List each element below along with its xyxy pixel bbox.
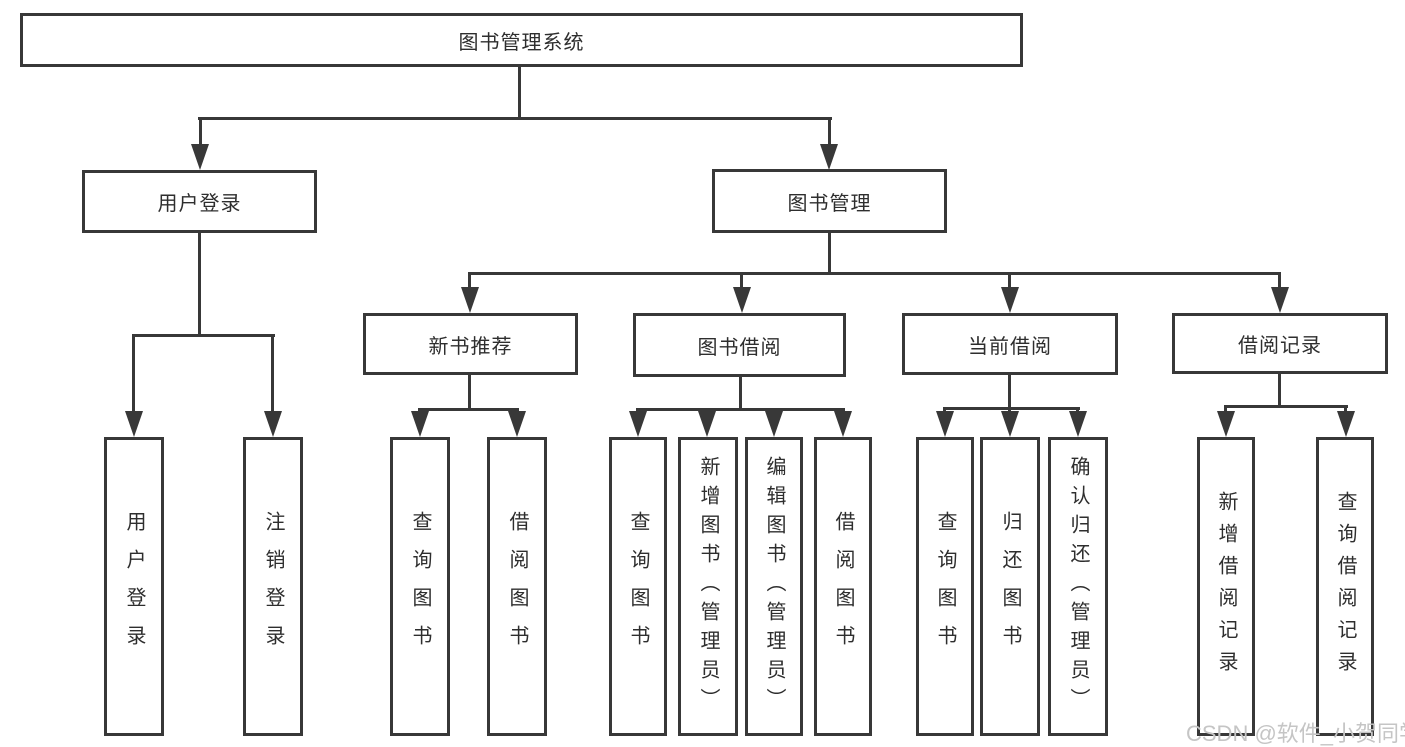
down-arrow-icon <box>629 411 647 437</box>
connector-new-books-stem <box>468 375 471 411</box>
connector-current-borrow-stem <box>1008 375 1011 410</box>
down-arrow-icon <box>125 411 143 437</box>
down-arrow-icon <box>765 411 783 437</box>
down-arrow-icon <box>1337 411 1355 437</box>
connector-borrow-records-bar <box>1224 405 1348 408</box>
leaf-borrow-query-label: 查询图书 <box>627 510 649 663</box>
connector-borrow-records-stem <box>1278 374 1281 408</box>
leaf-newbooks-borrow-label: 借阅图书 <box>506 510 528 663</box>
down-arrow-icon <box>191 144 209 170</box>
down-arrow-icon <box>508 411 526 437</box>
leaf-user-login: 用户登录 <box>104 437 164 736</box>
connector-to-current-borrow <box>1008 272 1011 292</box>
down-arrow-icon <box>698 411 716 437</box>
node-borrow-records-label: 借阅记录 <box>1238 335 1322 357</box>
connector-root-bar <box>198 117 832 120</box>
leaf-borrow-add-admin-label: 新增图书（管理员） <box>697 456 719 717</box>
connector-to-leaf <box>1224 405 1227 415</box>
down-arrow-icon <box>1001 287 1019 313</box>
leaf-borrow-add-admin: 新增图书（管理员） <box>678 437 738 736</box>
node-book-mgmt: 图书管理 <box>712 169 947 233</box>
leaf-user-login-label: 用户登录 <box>123 510 145 663</box>
connector-current-borrow-bar <box>943 407 1080 410</box>
leaf-logout: 注销登录 <box>243 437 303 736</box>
down-arrow-icon <box>1069 411 1087 437</box>
down-arrow-icon <box>936 411 954 437</box>
connector-root-stem <box>518 67 521 120</box>
down-arrow-icon <box>834 411 852 437</box>
leaf-current-confirm-admin-label: 确认归还（管理员） <box>1067 456 1089 717</box>
node-user-login-label: 用户登录 <box>157 193 242 215</box>
node-root: 图书管理系统 <box>20 13 1023 67</box>
node-current-borrow: 当前借阅 <box>902 313 1118 375</box>
leaf-newbooks-borrow: 借阅图书 <box>487 437 547 736</box>
connector-book-mgmt-stem <box>828 233 831 275</box>
leaf-records-add-label: 新增借阅记录 <box>1215 490 1237 683</box>
down-arrow-icon <box>733 287 751 313</box>
leaf-current-confirm-admin: 确认归还（管理员） <box>1048 437 1108 736</box>
down-arrow-icon <box>1271 287 1289 313</box>
connector-to-borrow-records <box>1278 272 1281 292</box>
connector-book-borrow-bar <box>636 408 845 411</box>
down-arrow-icon <box>1217 411 1235 437</box>
watermark: CSDN @软件_小贺同学 <box>1186 721 1405 746</box>
connector-book-mgmt-bar <box>468 272 1281 275</box>
down-arrow-icon <box>820 144 838 170</box>
connector-to-user-login <box>199 117 202 150</box>
node-root-label: 图书管理系统 <box>458 31 585 54</box>
down-arrow-icon <box>264 411 282 437</box>
leaf-records-query: 查询借阅记录 <box>1316 437 1374 736</box>
connector-to-leaf-user-login <box>132 334 135 416</box>
connector-to-leaf-logout <box>271 334 274 416</box>
connector-new-books-bar <box>419 408 519 411</box>
down-arrow-icon <box>461 287 479 313</box>
node-book-borrow: 图书借阅 <box>633 313 846 377</box>
leaf-current-query-label: 查询图书 <box>934 510 956 663</box>
leaf-records-query-label: 查询借阅记录 <box>1334 490 1356 683</box>
leaf-borrow-borrow-label: 借阅图书 <box>832 510 854 663</box>
leaf-records-add: 新增借阅记录 <box>1197 437 1255 736</box>
node-new-books-label: 新书推荐 <box>428 335 513 358</box>
node-user-login: 用户登录 <box>82 170 317 233</box>
node-new-books: 新书推荐 <box>363 313 578 375</box>
leaf-current-return: 归还图书 <box>980 437 1040 736</box>
leaf-current-return-label: 归还图书 <box>999 510 1021 663</box>
node-book-borrow-label: 图书借阅 <box>697 336 782 359</box>
node-current-borrow-label: 当前借阅 <box>968 335 1052 358</box>
leaf-borrow-borrow: 借阅图书 <box>814 437 872 736</box>
down-arrow-icon <box>411 411 429 437</box>
down-arrow-icon <box>1001 411 1019 437</box>
node-borrow-records: 借阅记录 <box>1172 313 1388 374</box>
connector-to-new-books <box>468 272 471 292</box>
connector-user-login-bar <box>132 334 275 337</box>
leaf-borrow-edit-admin-label: 编辑图书（管理员） <box>763 456 785 717</box>
leaf-borrow-query: 查询图书 <box>609 437 667 736</box>
connector-book-borrow-stem <box>739 377 742 411</box>
leaf-newbooks-query-label: 查询图书 <box>409 510 431 663</box>
connector-user-login-stem <box>198 233 201 336</box>
leaf-newbooks-query: 查询图书 <box>390 437 450 736</box>
node-book-mgmt-label: 图书管理 <box>787 192 872 215</box>
connector-to-book-borrow <box>740 272 743 292</box>
leaf-current-query: 查询图书 <box>916 437 974 736</box>
connector-to-book-mgmt <box>828 117 831 150</box>
leaf-borrow-edit-admin: 编辑图书（管理员） <box>745 437 803 736</box>
connector-to-leaf <box>1344 405 1347 415</box>
leaf-logout-label: 注销登录 <box>262 510 284 663</box>
